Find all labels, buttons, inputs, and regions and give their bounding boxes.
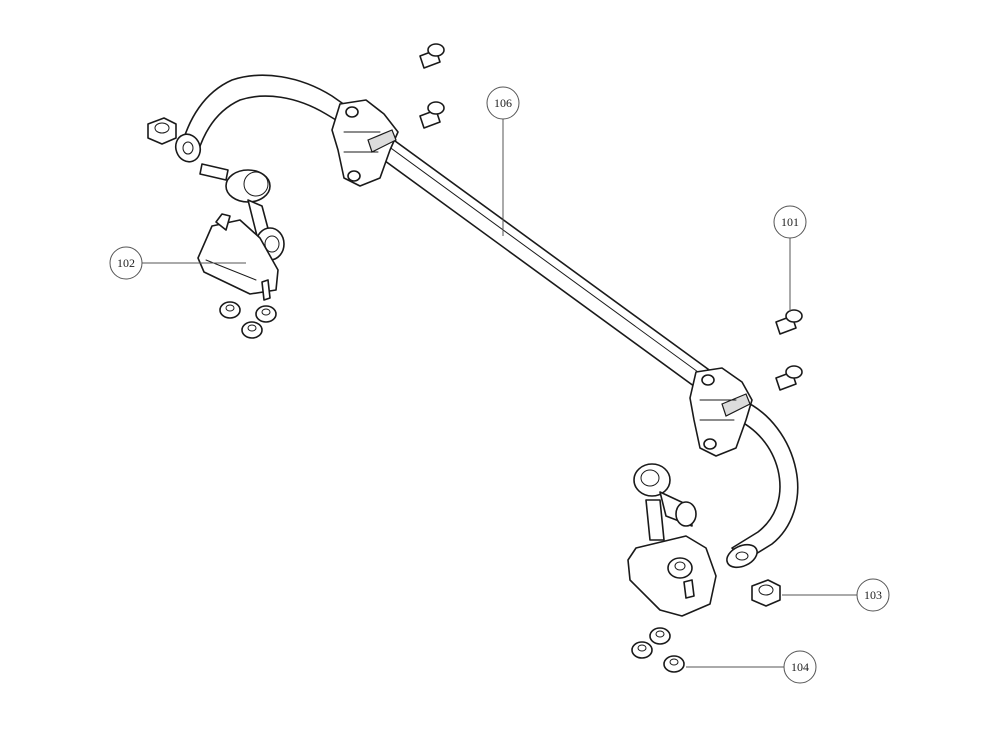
nut-left-upper bbox=[147, 117, 177, 145]
right-link-nut-3 bbox=[663, 655, 685, 673]
right-link-nut-1 bbox=[631, 641, 653, 659]
left-bushing-bracket bbox=[331, 99, 399, 187]
callout-101-label: 101 bbox=[781, 215, 799, 229]
callout-106-label: 106 bbox=[494, 96, 512, 110]
callout-104: 104 bbox=[783, 650, 817, 684]
callout-102-label: 102 bbox=[117, 256, 135, 270]
link-right bbox=[627, 463, 717, 617]
bolt-right-2 bbox=[775, 365, 803, 391]
left-link-nut-1 bbox=[219, 301, 241, 319]
callout-101: 101 bbox=[773, 205, 807, 239]
bolt-upper-left-1 bbox=[419, 43, 445, 69]
link-left bbox=[197, 163, 285, 301]
callout-103-label: 103 bbox=[864, 588, 882, 602]
nut-right bbox=[751, 579, 781, 607]
left-link-nut-2 bbox=[255, 305, 277, 323]
callout-102: 102 bbox=[109, 246, 143, 280]
bolt-upper-left-2 bbox=[419, 101, 445, 129]
left-link-nut-3 bbox=[241, 321, 263, 339]
bolt-right-1 bbox=[775, 309, 803, 335]
callout-104-label: 104 bbox=[791, 660, 809, 674]
callout-106: 106 bbox=[486, 86, 520, 120]
right-link-nut-2 bbox=[649, 627, 671, 645]
right-bushing-bracket bbox=[689, 367, 753, 457]
stabilizer-bar bbox=[174, 74, 799, 569]
callout-103: 103 bbox=[856, 578, 890, 612]
